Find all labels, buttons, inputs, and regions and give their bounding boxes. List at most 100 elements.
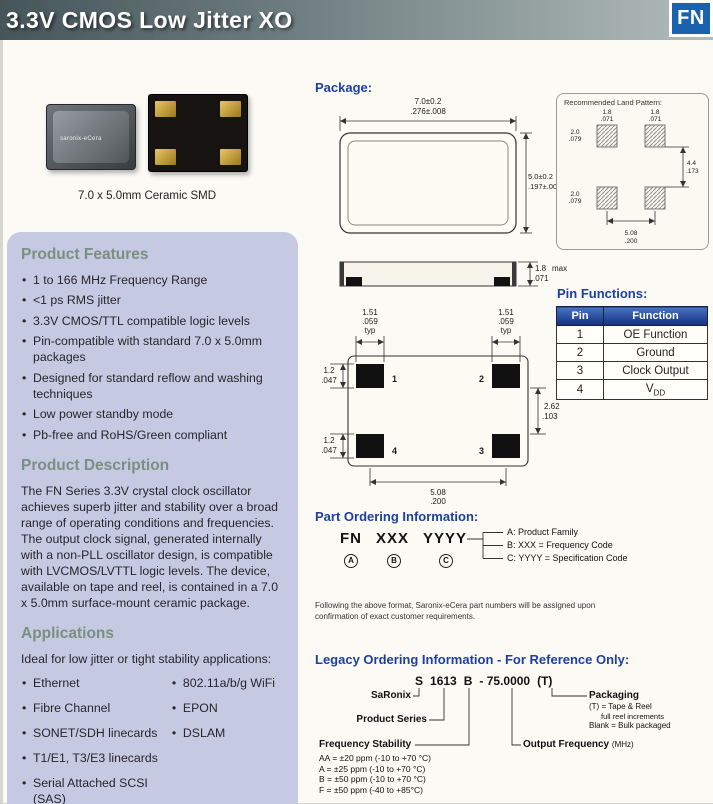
legacy-code-frequency: - 75.0000 xyxy=(479,674,531,688)
circle-c: C xyxy=(439,554,453,568)
fn-logo-text: FN xyxy=(677,7,705,29)
description-heading: Product Description xyxy=(21,456,170,474)
stability-option: A = ±25 ppm (-10 to +70 °C) xyxy=(319,763,426,774)
packaging-options-list: (T) = Tape & Reel full reel increments B… xyxy=(589,702,671,731)
dim-col-pitch-mm: 5.08 xyxy=(430,488,446,497)
application-item: T1/E1, T3/E3 linecards xyxy=(21,751,171,767)
land-pads xyxy=(596,124,666,210)
legacy-code-packaging: (T) xyxy=(537,674,553,688)
dim-pad-height-mm: 1.2 xyxy=(323,436,335,445)
land-pad-w-mm: 1.8 xyxy=(650,109,659,116)
side-view-dimension-lines xyxy=(518,261,538,287)
top-view-dimension-lines xyxy=(339,116,532,234)
header-bar: 3.3V CMOS Low Jitter XO FN xyxy=(0,0,713,40)
package-top-view-drawing: 7.0±0.2 .276±.008 5.0±0.2 .197±.008 xyxy=(339,97,560,234)
legacy-code: S 1613 B - 75.0000 (T) xyxy=(415,674,552,688)
land-pad-h-mm: 2.0 xyxy=(570,191,579,198)
pin-1-label: 1 xyxy=(392,374,397,384)
land-pad-w-in: .071 xyxy=(649,116,662,123)
land-pattern-title: Recommended Land Pattern: xyxy=(564,98,662,107)
photo-caption: 7.0 x 5.0mm Ceramic SMD xyxy=(77,190,217,202)
feature-item: Pin-compatible with standard 7.0 x 5.0mm… xyxy=(21,334,284,366)
package-top-view-body xyxy=(339,132,517,234)
application-item: Fibre Channel xyxy=(21,701,171,717)
applications-list-left: EthernetFibre ChannelSONET/SDH linecards… xyxy=(21,676,171,804)
gold-pad xyxy=(155,101,176,117)
land-pad-h-in: .079 xyxy=(569,198,582,205)
dim-height-mm: 5.0±0.2 xyxy=(528,172,553,181)
bottom-view-dimension-lines xyxy=(330,336,546,486)
land-row-gap-in: .173 xyxy=(686,168,699,175)
legacy-ordering-heading: Legacy Ordering Information - For Refere… xyxy=(315,652,630,667)
land-col-pitch-in: .200 xyxy=(625,238,638,245)
ordering-bracket-lines xyxy=(467,532,503,559)
pin-4-label: 4 xyxy=(392,446,397,456)
dim-width-mm: 7.0±0.2 xyxy=(415,97,442,106)
ordering-note: Following the above format, Saronix-eCer… xyxy=(315,601,596,621)
feature-item: Designed for standard reflow and washing… xyxy=(21,371,284,403)
ordering-legend-item: B: XXX = Frequency Code xyxy=(507,540,613,550)
feature-item: <1 ps RMS jitter xyxy=(21,293,284,309)
dim-typ-label: typ xyxy=(365,326,376,335)
side-view-body xyxy=(339,261,517,287)
dim-thickness-in: .071 xyxy=(533,274,549,283)
ordering-code-family: FN xyxy=(340,530,362,547)
land-col-pitch-mm: 5.08 xyxy=(625,230,638,237)
ordering-code-frequency: XXX xyxy=(376,530,410,547)
legacy-code-product: 1613 xyxy=(430,674,457,688)
application-item: EPON xyxy=(171,701,284,717)
land-row-gap-mm: 4.4 xyxy=(687,160,696,167)
land-pad-h-mm: 2.0 xyxy=(570,129,579,136)
applications-heading: Applications xyxy=(21,624,115,642)
chip-logo-text: saronix-eCera xyxy=(60,136,102,142)
gold-pad xyxy=(220,149,241,165)
pin-table-cell: VDD xyxy=(603,378,708,401)
output-frequency-text: Output Frequency xyxy=(523,739,610,750)
ordering-code: FN XXX YYYY xyxy=(340,530,467,547)
dim-pad-height-mm: 1.2 xyxy=(323,366,335,375)
dim-row-pitch-in: .103 xyxy=(542,412,558,421)
product-series-label: Product Series xyxy=(356,714,427,725)
oscillator-bottom-photo xyxy=(148,94,248,172)
land-pad-w-in: .071 xyxy=(601,116,614,123)
stability-option: B = ±50 ppm (-10 to +70 °C) xyxy=(319,774,426,784)
land-pad-h-in: .079 xyxy=(569,136,582,143)
bottom-view-body xyxy=(347,355,529,467)
applications-list-right: 802.11a/b/g WiFiEPONDSLAM xyxy=(171,676,284,804)
dim-pad-width-mm: 1.51 xyxy=(362,308,378,317)
oscillator-top-photo: saronix-eCera xyxy=(46,104,136,170)
land-pad-w-mm: 1.8 xyxy=(602,109,611,116)
product-description: The FN Series 3.3V crystal clock oscilla… xyxy=(21,483,279,610)
pin-table-cell: OE Function xyxy=(603,325,708,344)
pin-3-label: 3 xyxy=(479,446,484,456)
stability-option: AA = ±20 ppm (-10 to +70 °C) xyxy=(319,753,432,763)
ordering-legend: A: Product Family B: XXX = Frequency Code… xyxy=(507,526,628,565)
application-item: SONET/SDH linecards xyxy=(21,726,171,742)
packaging-option: (T) = Tape & Reel xyxy=(589,702,652,711)
ordering-legend-item: A: Product Family xyxy=(507,527,579,537)
legacy-connector-lines xyxy=(413,688,587,746)
features-list: 1 to 166 MHz Frequency Range <1 ps RMS ji… xyxy=(21,273,284,444)
gold-pad xyxy=(155,149,176,165)
circle-a: A xyxy=(344,554,358,568)
dim-height-in: .197±.008 xyxy=(528,182,560,191)
legacy-code-stability: B xyxy=(463,674,473,688)
frequency-stability-label: Frequency Stability xyxy=(319,739,412,750)
legacy-ordering-diagram: S 1613 B - 75.0000 (T) SaRonix Product S… xyxy=(315,670,711,804)
stability-option: F = ±50 ppm (-40 to +85°C) xyxy=(319,784,423,795)
product-info-panel: Product Features 1 to 166 MHz Frequency … xyxy=(7,232,298,804)
packaging-label: Packaging xyxy=(589,690,640,701)
product-photo: saronix-eCera xyxy=(26,80,268,188)
pin-table-header-row: Pin Function xyxy=(556,306,708,326)
packaging-option: Blank = Bulk packaged xyxy=(589,721,671,730)
dim-pad-height-in: .047 xyxy=(321,446,337,455)
feature-item: 1 to 166 MHz Frequency Range xyxy=(21,273,284,289)
dim-thickness-mm: 1.8 xyxy=(535,264,547,273)
ordering-code-spec: YYYY xyxy=(423,530,468,547)
